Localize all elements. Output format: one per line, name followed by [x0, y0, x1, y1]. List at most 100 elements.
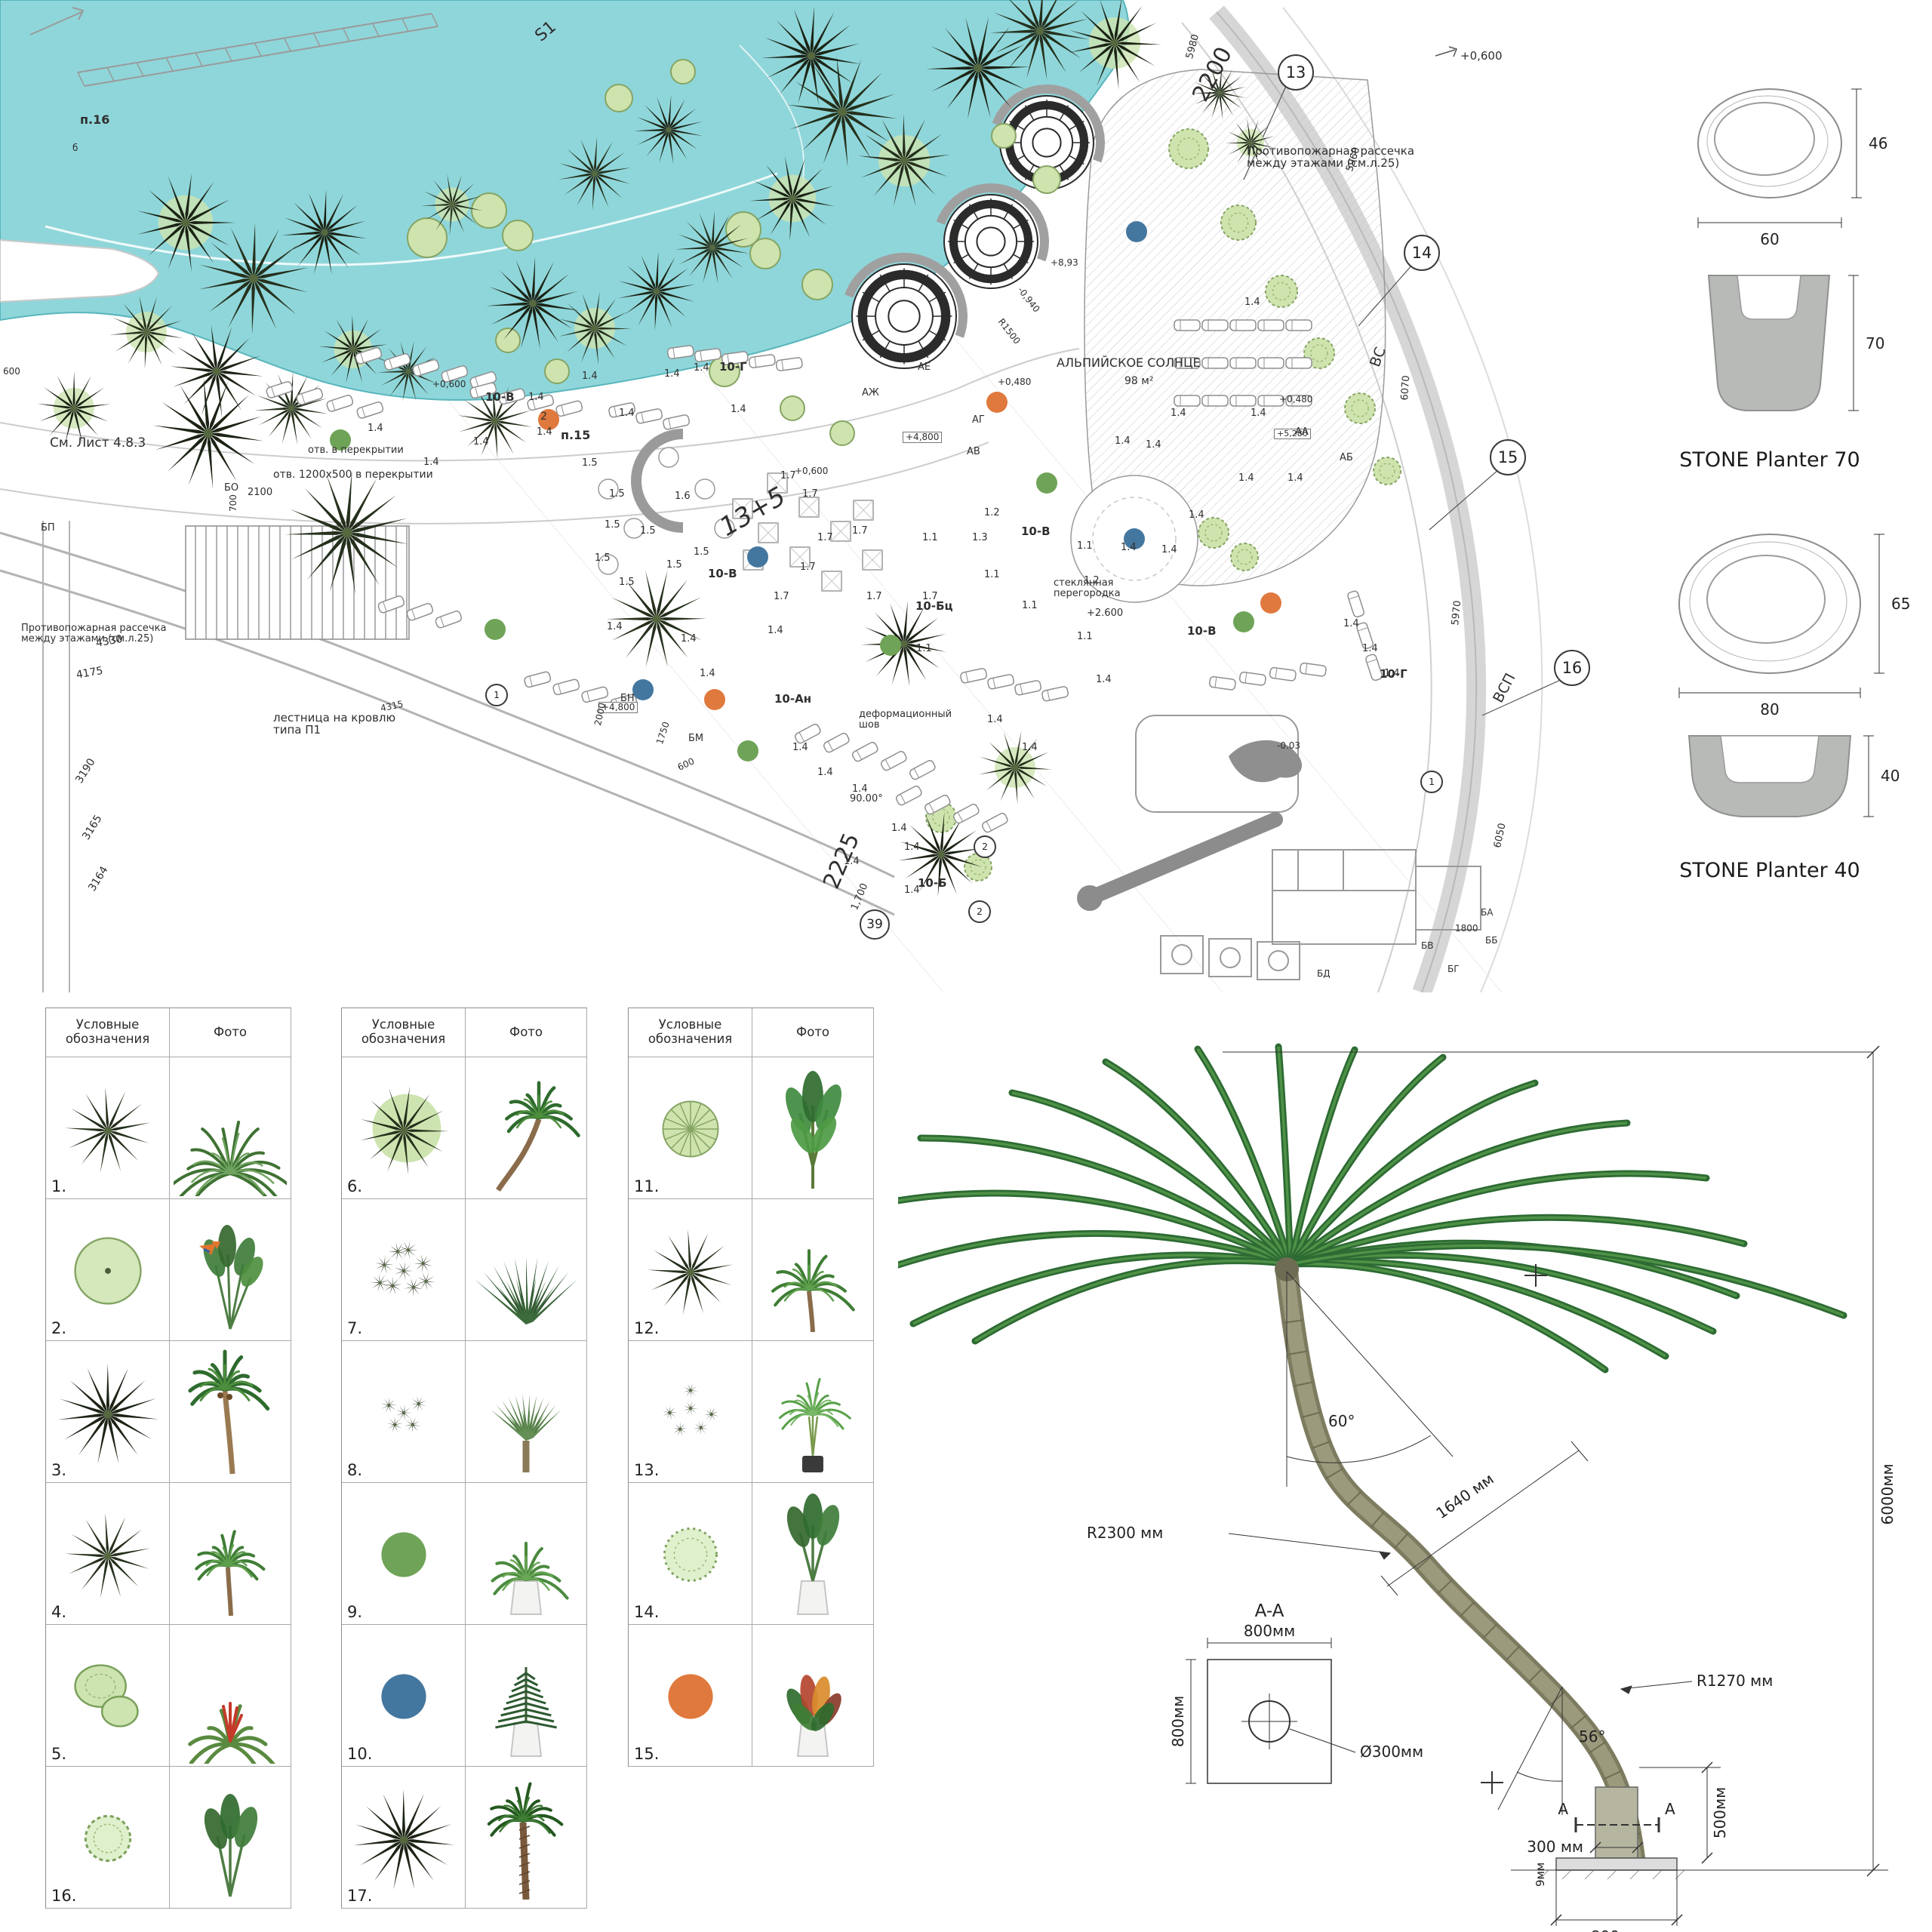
roof-stair-block — [185, 525, 410, 640]
legend-photo-cell — [170, 1057, 291, 1199]
legend-row-number: 11. — [634, 1177, 660, 1195]
legend-photo-cell — [466, 1057, 587, 1199]
plan-shrub-icons — [407, 59, 1401, 881]
plant-symbol-radial-green-icon — [662, 1100, 718, 1157]
plant-photo-palm-brown-trunk — [487, 1782, 564, 1900]
buildings — [1077, 715, 1481, 980]
palm-trunk — [1275, 1260, 1645, 1869]
palm-fronds — [878, 1043, 1847, 1374]
legend-symbol-cell: 15. — [629, 1625, 752, 1767]
legend-header-photo: Фото — [466, 1008, 587, 1057]
planter40-side-height: 40 — [1881, 767, 1900, 785]
palm-crown-base — [1275, 1257, 1299, 1281]
pool-inner-line — [45, 172, 778, 266]
legend-header-symbols: Условные обозначения — [629, 1008, 752, 1057]
plant-marker-orange — [538, 409, 559, 430]
plant-photo-potted-palm-white — [491, 1541, 569, 1615]
plant-symbol-palm-starburst-large-icon — [352, 1789, 454, 1890]
planter-specs: 60 46 70 STONE Planter 70 65 80 — [1630, 53, 1932, 974]
legend-row-number: 8. — [347, 1461, 363, 1479]
plant-marker-blue — [747, 546, 768, 568]
legend-header-symbols: Условные обозначения — [342, 1008, 466, 1057]
plant-photo-cycas-bush — [174, 1120, 287, 1196]
plant-photo-potted-conifer-white — [495, 1666, 557, 1757]
plant-photo-croton-potted — [786, 1674, 841, 1757]
legend-row-number: 7. — [347, 1319, 363, 1337]
legend-photo-cell — [752, 1199, 874, 1341]
plant-symbol-palm-starburst-icon — [647, 1229, 733, 1315]
section-marker-a-left: A — [1558, 1800, 1568, 1818]
legend-header-photo: Фото — [170, 1008, 291, 1057]
legend-photo-cell — [170, 1341, 291, 1483]
plant-symbol-palm-starburst-icon — [64, 1087, 150, 1173]
plant-marker-blue — [1124, 528, 1145, 549]
plan-plant-markers — [330, 221, 1281, 761]
legend-row-number: 17. — [347, 1887, 373, 1905]
dim-base-height: 500мм — [1711, 1787, 1729, 1838]
legend-row-number: 6. — [347, 1177, 363, 1195]
legend-row-number: 14. — [634, 1603, 660, 1621]
legend-symbol-cell: 13. — [629, 1341, 752, 1483]
plant-photo-strelitzia-pot — [786, 1493, 840, 1615]
plant-symbol-dot-green-icon — [380, 1531, 426, 1577]
plan-palm-icons — [37, 0, 1275, 897]
planter40-top-width: 80 — [1760, 700, 1779, 718]
plant-photo-strelitzia-orange — [199, 1224, 263, 1330]
plant-symbol-palm-starburst-icon — [64, 1512, 150, 1598]
planter40-dims — [1678, 534, 1884, 698]
plant-marker-orange — [704, 689, 725, 710]
legend-row-number: 16. — [51, 1887, 77, 1905]
plant-symbol-palm-starburst-large-icon — [57, 1363, 158, 1464]
planter70-side-view — [1707, 275, 1831, 411]
plant-symbol-cluster-dark-icon — [370, 1240, 435, 1297]
legend-symbol-cell: 17. — [342, 1767, 466, 1909]
legend-row-number: 13. — [634, 1461, 660, 1479]
legend-row-number: 1. — [51, 1177, 67, 1195]
mount-column — [1595, 1786, 1638, 1859]
planter70-top-width: 60 — [1760, 230, 1779, 248]
plant-marker-green — [485, 619, 506, 640]
legend-row-number: 15. — [634, 1745, 660, 1763]
planter40-side-view — [1687, 735, 1852, 817]
plant-photo-palm-small — [771, 1248, 855, 1332]
dim-total-height: 6000мм — [1878, 1463, 1897, 1524]
angle-top — [1286, 1271, 1454, 1487]
legend-row-number: 12. — [634, 1319, 660, 1337]
dim-section-width: 800мм — [1244, 1622, 1295, 1640]
register-marks — [1481, 1264, 1547, 1794]
dim-radius-lower: R2300 мм — [1087, 1524, 1163, 1542]
plant-marker-green — [880, 635, 901, 656]
dim-angle-top: 60° — [1328, 1412, 1355, 1430]
plant-marker-blue — [1126, 221, 1147, 242]
dim-plate-thickness: 9мм — [1534, 1863, 1547, 1887]
section-dims — [1186, 1638, 1332, 1784]
section-hole-leader — [1289, 1728, 1356, 1753]
plant-symbol-blob-pair-icon — [73, 1663, 139, 1727]
legend-symbol-cell: 5. — [46, 1625, 170, 1767]
dim-hole: Ø300мм — [1360, 1743, 1423, 1761]
radius-lower-leader — [1228, 1533, 1392, 1560]
radius-upper-leader — [1620, 1681, 1693, 1694]
dim-angle-bottom: 56° — [1579, 1727, 1605, 1746]
dim-trunk-width: 300 мм — [1527, 1838, 1583, 1856]
ground-hatch — [1539, 1869, 1685, 1880]
legend-photo-cell — [466, 1767, 587, 1909]
bar-counter-arc — [631, 429, 684, 533]
legend-row-number: 10. — [347, 1745, 373, 1763]
plant-symbol-dot-orange-icon — [667, 1673, 713, 1719]
dim-segment: 1640 мм — [1432, 1469, 1497, 1522]
palm-trunk-rings — [1283, 1319, 1641, 1838]
plant-symbol-scallop-green-icon — [663, 1527, 718, 1582]
legend-header-photo: Фото — [752, 1008, 874, 1057]
legend-photo-cell — [752, 1483, 874, 1625]
legend-photo-cell — [170, 1199, 291, 1341]
legend-symbol-cell: 14. — [629, 1483, 752, 1625]
planter70-dims — [1697, 88, 1862, 228]
legend-row-number: 5. — [51, 1745, 67, 1763]
callout-leader-lines — [1243, 84, 1563, 716]
planter-spec-drawing: 60 46 70 STONE Planter 70 65 80 — [1678, 88, 1910, 882]
